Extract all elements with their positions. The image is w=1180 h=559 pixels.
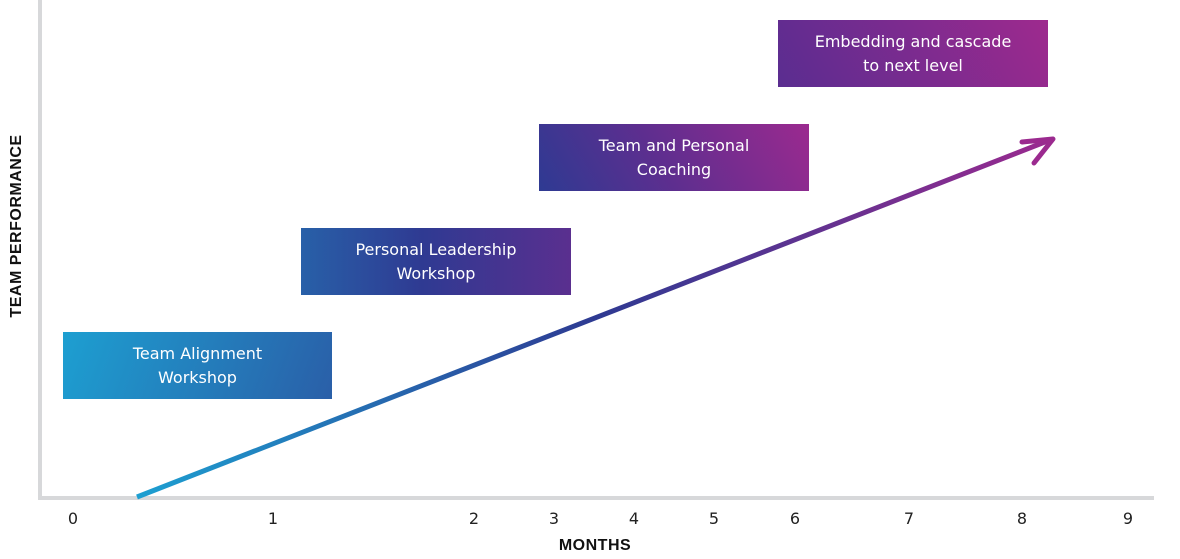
x-tick-2: 2 [468,509,480,528]
x-tick-9: 9 [1122,509,1134,528]
x-axis-line [38,496,1154,500]
stage-label: Team Alignment Workshop [132,343,263,387]
x-tick-7: 7 [903,509,915,528]
x-tick-8: 8 [1016,509,1028,528]
x-tick-6: 6 [789,509,801,528]
x-tick-5: 5 [708,509,720,528]
stage-label: Personal Leadership Workshop [355,239,517,283]
stage-personal-leadership-workshop: Personal Leadership Workshop [301,228,571,295]
stage-label: Embedding and cascade to next level [814,31,1012,75]
stage-embedding-cascade: Embedding and cascade to next level [778,20,1048,87]
stage-team-alignment-workshop: Team Alignment Workshop [63,332,332,399]
stage-label: Team and Personal Coaching [598,135,750,179]
x-tick-3: 3 [548,509,560,528]
x-axis-label: MONTHS [558,537,632,554]
y-axis-line [38,0,42,500]
x-tick-1: 1 [267,509,279,528]
x-tick-0: 0 [67,509,79,528]
x-tick-4: 4 [628,509,640,528]
stage-team-personal-coaching: Team and Personal Coaching [539,124,809,191]
